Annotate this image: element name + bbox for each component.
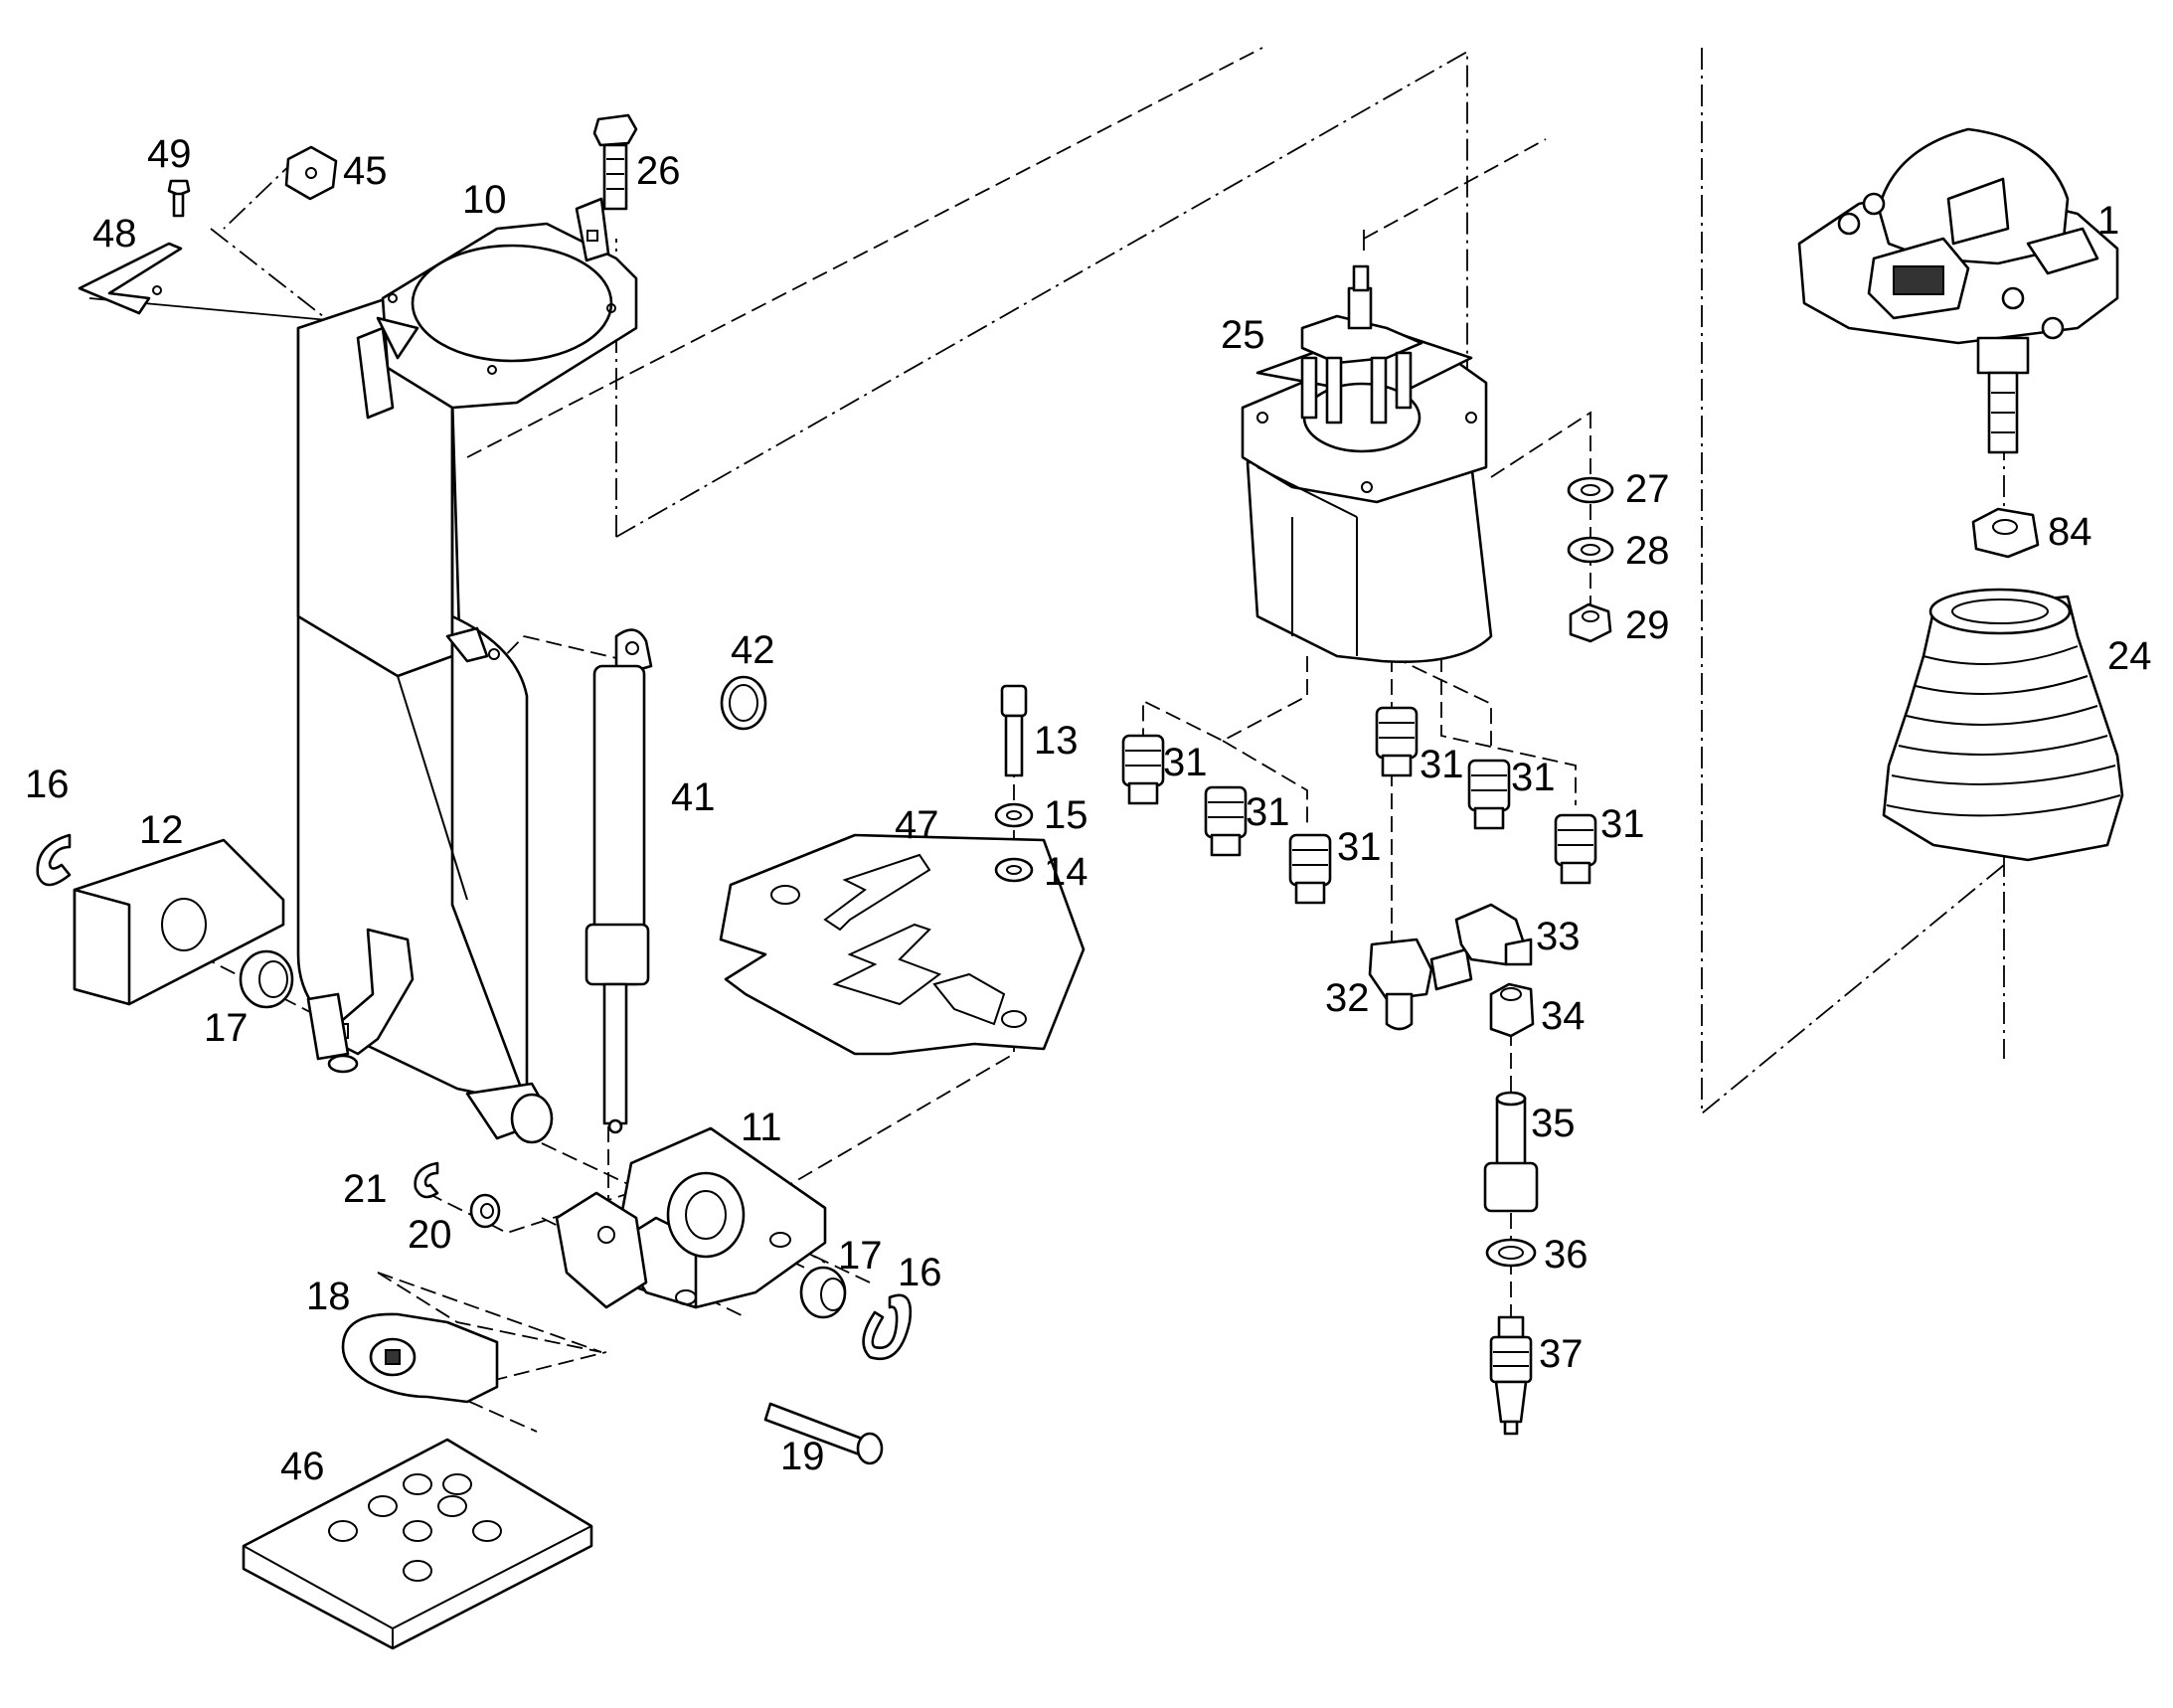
callout-42: 42 xyxy=(731,628,775,672)
callout-10: 10 xyxy=(462,178,507,222)
callout-21: 21 xyxy=(343,1167,388,1211)
washer-15 xyxy=(994,802,1034,828)
callout-24: 24 xyxy=(2107,634,2152,678)
callout-25: 25 xyxy=(1221,313,1265,357)
hinge-bracket-11 xyxy=(555,1126,827,1309)
bushing-17-right xyxy=(799,1266,847,1319)
nut-84 xyxy=(1971,507,2040,559)
bracket-12 xyxy=(73,838,285,1006)
control-column-housing xyxy=(296,197,638,1144)
fitting-31-e xyxy=(1467,759,1511,830)
callout-13: 13 xyxy=(1034,719,1079,763)
callout-41: 41 xyxy=(671,775,716,819)
mount-plate-47 xyxy=(719,833,1086,1056)
elbow-33 xyxy=(1454,903,1533,966)
callout-36: 36 xyxy=(1544,1233,1588,1277)
plate-46 xyxy=(242,1438,593,1650)
callout-35: 35 xyxy=(1531,1102,1576,1145)
screw-13 xyxy=(1000,684,1028,777)
fitting-31-a xyxy=(1121,734,1165,805)
joystick-grip-1 xyxy=(1797,127,2119,454)
callout-31-a: 31 xyxy=(1163,741,1208,784)
callout-29: 29 xyxy=(1625,603,1670,647)
rubber-boot-24 xyxy=(1882,588,2124,862)
callout-84: 84 xyxy=(2048,510,2092,554)
callout-45: 45 xyxy=(343,149,388,193)
callout-46: 46 xyxy=(280,1445,325,1488)
snap-ring-16-right xyxy=(862,1293,913,1361)
washer-28 xyxy=(1567,536,1614,564)
ring-42 xyxy=(720,675,767,731)
washer-27 xyxy=(1567,476,1614,504)
callout-31-c: 31 xyxy=(1337,825,1382,869)
callout-11: 11 xyxy=(741,1106,782,1149)
callout-19: 19 xyxy=(780,1435,825,1478)
callout-15: 15 xyxy=(1044,793,1088,837)
callout-32: 32 xyxy=(1325,976,1370,1020)
callout-labels: 1 10 11 12 13 14 15 16 16 17 17 18 19 20… xyxy=(25,132,2152,1488)
callout-49: 49 xyxy=(147,132,192,176)
callout-16-right: 16 xyxy=(898,1251,942,1294)
screw-49 xyxy=(167,179,191,218)
bracket-48 xyxy=(78,242,183,315)
callout-20: 20 xyxy=(408,1213,452,1257)
tee-fitting-32 xyxy=(1368,938,1473,1031)
fitting-31-f xyxy=(1554,813,1597,885)
callout-12: 12 xyxy=(139,808,184,852)
callout-17-left: 17 xyxy=(204,1006,249,1050)
clip-21 xyxy=(414,1161,439,1199)
seal-36 xyxy=(1485,1238,1537,1268)
callout-48: 48 xyxy=(92,212,137,256)
callout-28: 28 xyxy=(1625,529,1670,573)
clip-nut-45 xyxy=(284,145,338,201)
bolt-26 xyxy=(592,113,638,211)
fitting-31-d xyxy=(1375,706,1419,777)
callout-18: 18 xyxy=(306,1275,351,1318)
nut-34 xyxy=(1489,982,1535,1038)
fitting-31-c xyxy=(1288,833,1332,905)
callout-31-f: 31 xyxy=(1600,802,1645,846)
callout-27: 27 xyxy=(1625,467,1670,511)
adapter-35 xyxy=(1483,1091,1539,1213)
callout-31-e: 31 xyxy=(1511,756,1556,799)
callout-1: 1 xyxy=(2097,199,2119,243)
callout-33: 33 xyxy=(1536,915,1581,958)
nut-29 xyxy=(1569,602,1612,643)
gas-spring-41 xyxy=(585,628,653,1134)
washer-20 xyxy=(469,1193,501,1229)
callout-16-left: 16 xyxy=(25,763,70,806)
callout-47: 47 xyxy=(895,803,939,847)
lever-18 xyxy=(341,1312,499,1404)
callout-31-d: 31 xyxy=(1420,743,1464,786)
pilot-valve-25 xyxy=(1241,264,1493,663)
callout-31-b: 31 xyxy=(1246,790,1290,834)
callout-26: 26 xyxy=(636,149,681,193)
sensor-37 xyxy=(1489,1315,1533,1436)
callout-17-right: 17 xyxy=(838,1234,883,1278)
bushing-17-left xyxy=(239,949,294,1009)
callout-34: 34 xyxy=(1541,994,1586,1038)
fitting-31-b xyxy=(1204,785,1248,857)
callout-14: 14 xyxy=(1044,850,1088,894)
snap-ring-16-left xyxy=(36,833,72,887)
pin-19 xyxy=(763,1402,884,1465)
callout-37: 37 xyxy=(1539,1332,1584,1376)
washer-14 xyxy=(994,857,1034,883)
